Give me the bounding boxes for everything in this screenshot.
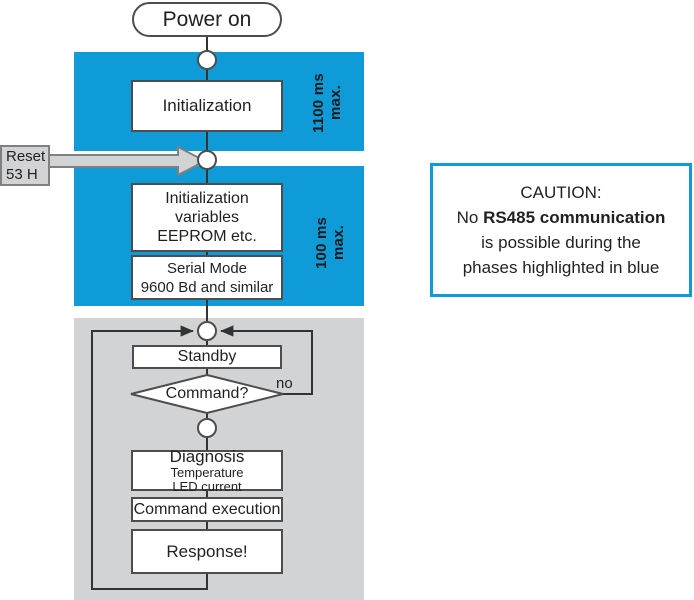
caution-callout: CAUTION: No RS485 communication is possi…: [430, 163, 692, 297]
process-standby-label: Standby: [177, 348, 237, 365]
process-response: Response!: [131, 529, 283, 574]
caution-line4: phases highlighted in blue: [462, 258, 660, 277]
process-command-execution: Command execution: [131, 497, 283, 522]
process-init-variables-line3: EEPROM etc.: [157, 228, 257, 245]
junction-circle-1: [197, 50, 217, 70]
reset-input-box: Reset 53 H: [0, 145, 50, 186]
process-initialization-label: Initialization: [162, 96, 252, 115]
reset-label-line2: 53 H: [6, 165, 38, 183]
process-standby: Standby: [132, 345, 282, 369]
caution-line1: CAUTION:: [520, 183, 602, 202]
process-init-variables-line1: Initialization: [165, 190, 249, 207]
caution-line3: is possible during the: [481, 233, 641, 252]
process-diagnosis-line1: Diagnosis: [169, 447, 245, 466]
process-init-variables-line2: variables: [174, 209, 240, 226]
junction-circle-3-loop-head: [197, 321, 217, 341]
edge-response-loopback: [91, 325, 208, 590]
caution-line2: No RS485 communication: [457, 205, 666, 230]
process-init-variables: Initialization variables EEPROM etc.: [131, 183, 283, 252]
edge-decision-no-loopback: [220, 325, 313, 395]
caution-line2-prefix: No: [456, 208, 484, 227]
process-response-label: Response!: [166, 541, 248, 561]
timing-label-1100ms: 1100 ms max.: [310, 73, 344, 133]
decision-diamond-command: [130, 373, 284, 415]
process-serial-mode: Serial Mode 9600 Bd and similar: [131, 255, 283, 300]
process-diagnosis-line3: LED current: [172, 479, 242, 494]
terminator-power-on-label: Power on: [162, 7, 252, 31]
process-initialization: Initialization: [131, 80, 283, 132]
process-serial-mode-line2: 9600 Bd and similar: [140, 278, 274, 296]
caution-line2-bold: RS485 communication: [483, 208, 666, 227]
terminator-power-on: Power on: [132, 2, 282, 37]
reset-arrow: [47, 145, 208, 177]
timing-label-100ms: 100 ms max.: [313, 216, 347, 270]
process-diagnosis: Diagnosis Temperature LED current: [131, 447, 283, 494]
process-diagnosis-line2: Temperature: [170, 465, 244, 480]
junction-circle-2-reset-entry: [197, 150, 217, 170]
reset-label-line1: Reset: [6, 147, 46, 165]
process-serial-mode-line1: Serial Mode: [166, 259, 248, 277]
junction-circle-4: [197, 418, 217, 438]
process-command-execution-label: Command execution: [133, 500, 281, 518]
decision-branch-no-label: no: [276, 375, 293, 392]
